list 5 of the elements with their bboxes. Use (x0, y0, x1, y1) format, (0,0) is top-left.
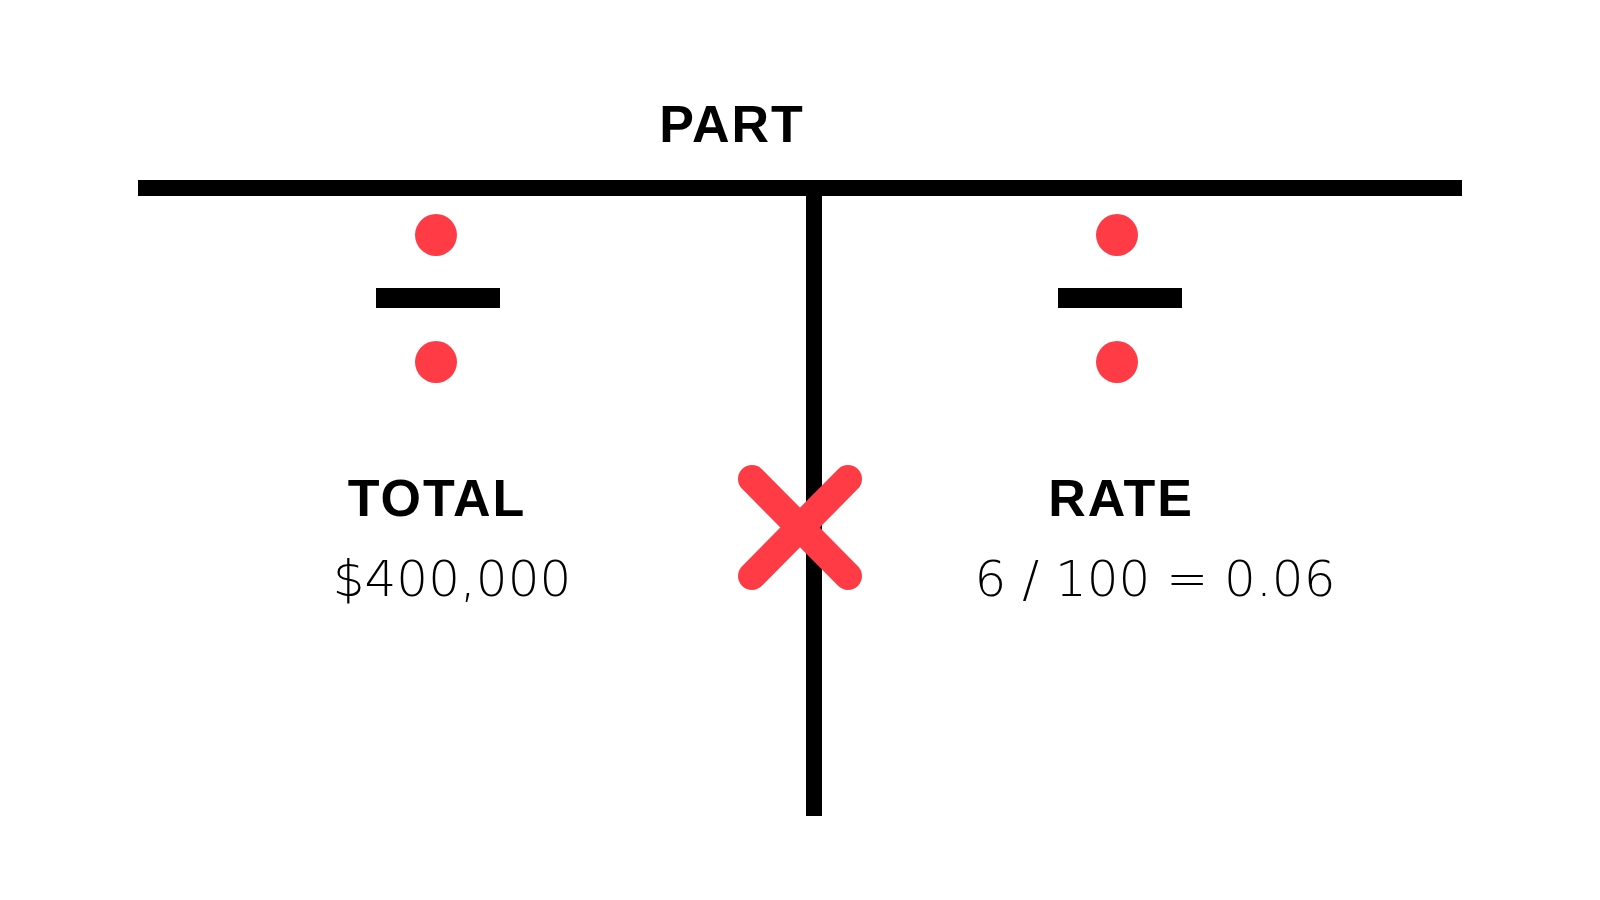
rate-label: RATE (1048, 470, 1194, 528)
total-label: TOTAL (347, 470, 527, 528)
rate-formula: 6 / 100 = 0.06 (974, 551, 1336, 607)
total-value: $400,000 (332, 551, 572, 607)
part-label: PART (659, 96, 805, 154)
